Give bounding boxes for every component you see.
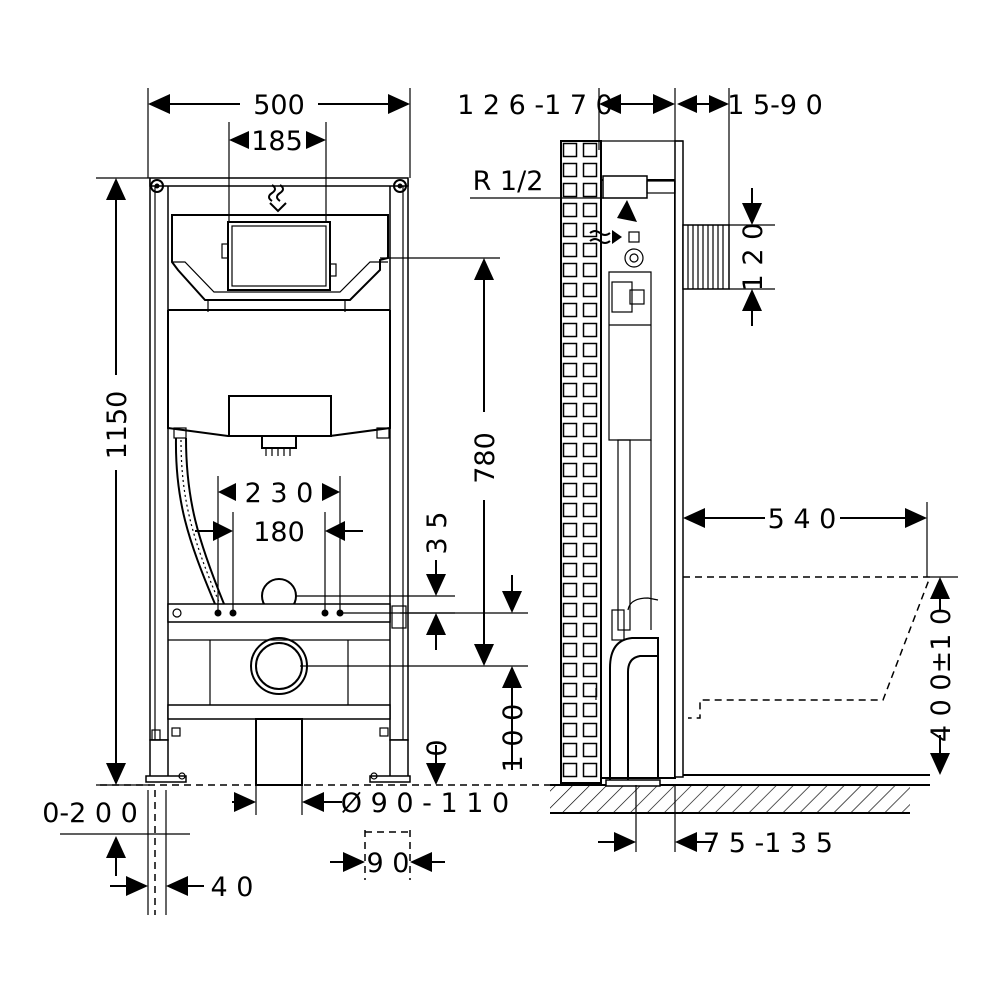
cistern-body [171, 214, 389, 301]
mounting-hole-left [150, 179, 164, 193]
left-frame-post [149, 179, 169, 741]
top-rail [149, 177, 409, 187]
seat-height-label: 4 0 0±1 0 [926, 608, 957, 742]
leg-extension-label: 0-2 0 0 [42, 798, 138, 829]
inlet-height-label: 1 2 0 [738, 223, 769, 292]
right-frame-post [389, 179, 409, 741]
supply-spacing-inner-label: 180 [253, 517, 305, 548]
cistern-tank [167, 310, 391, 437]
supply-marker [214, 609, 222, 617]
drain-bend [609, 637, 659, 785]
bottom-rail [167, 704, 391, 720]
right-leg [389, 739, 409, 781]
floor-hatch [550, 785, 910, 813]
brick-wall [560, 140, 602, 784]
drain-height-label: 1 0 0 [498, 704, 529, 773]
side-view: 1 2 6 -1 7 0 1 5-9 0 R 1/2 1 2 0 5 4 0 4… [457, 88, 958, 859]
flush-plate-opening [227, 221, 331, 291]
frame-width-label: 500 [253, 90, 305, 121]
flush-symbol-icon [268, 184, 287, 213]
flush-valve [261, 435, 297, 449]
flush-plate-width-label: 185 [251, 126, 303, 157]
drain-pipe-width-label: 9 0 [367, 848, 410, 879]
inlet-thread-label: R 1/2 [473, 166, 544, 197]
stud-depth-label: 1 5-9 0 [727, 90, 823, 121]
front-dimensions: 500 185 1150 780 2 3 0 [42, 88, 529, 915]
drain-outlet [250, 637, 308, 695]
bowl-projection-label: 5 4 0 [768, 504, 837, 535]
cistern-height-label: 780 [470, 432, 501, 484]
drain-diameter-label: Ø 9 0 - 1 1 0 [341, 788, 509, 819]
supply-offset-label: 3 5 [422, 512, 453, 555]
left-leg [149, 739, 169, 781]
front-panel [674, 140, 684, 778]
wall-offset-label: 7 5 -1 3 5 [703, 828, 833, 859]
wall-depth-label: 1 2 6 -1 7 0 [457, 90, 613, 121]
side-frame [600, 179, 676, 779]
water-flow-icon [589, 230, 611, 244]
threaded-fitting [682, 224, 730, 290]
water-inlet [602, 175, 648, 199]
frame-height-label: 1150 [102, 391, 133, 460]
supply-spacing-outer-label: 2 3 0 [245, 478, 314, 509]
floor-zero-label: 0 [422, 739, 453, 756]
flexible-hose [174, 437, 216, 605]
leg-width-label: 4 0 [211, 872, 254, 903]
mounting-hole-right [393, 179, 407, 193]
toilet-bowl-outline [683, 576, 932, 719]
